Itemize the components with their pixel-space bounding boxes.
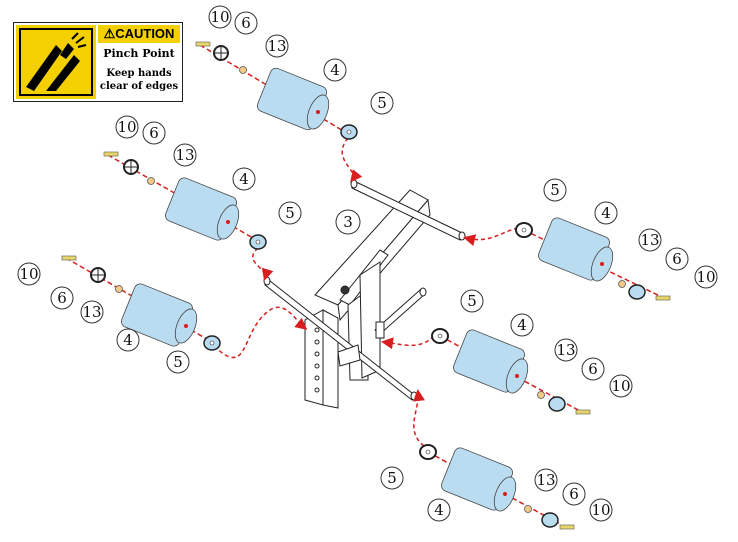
svg-text:10: 10 bbox=[611, 377, 630, 395]
pinch-point-warning-icon bbox=[16, 25, 96, 99]
callout-frame bbox=[335, 209, 361, 235]
bolt bbox=[195, 41, 211, 47]
spacer-ring bbox=[115, 285, 123, 293]
caution-text: Keep hands clear of edges bbox=[99, 68, 179, 92]
spacer-ring bbox=[537, 391, 545, 399]
bolt bbox=[103, 151, 119, 157]
svg-text:5: 5 bbox=[387, 469, 397, 487]
spoked-washer bbox=[628, 284, 646, 300]
svg-text:10: 10 bbox=[591, 501, 610, 519]
svg-text:5: 5 bbox=[173, 353, 183, 371]
bolt bbox=[575, 409, 591, 415]
svg-text:6: 6 bbox=[241, 14, 251, 32]
warning-triangle-icon: ⚠ bbox=[103, 26, 116, 41]
spoked-washer bbox=[541, 512, 559, 528]
foam-roller bbox=[441, 447, 517, 512]
svg-text:13: 13 bbox=[267, 37, 286, 55]
spacer-ring bbox=[524, 505, 532, 513]
svg-text:6: 6 bbox=[57, 289, 67, 307]
foam-roller bbox=[121, 283, 198, 347]
svg-text:13: 13 bbox=[536, 471, 555, 489]
svg-text:3: 3 bbox=[343, 213, 353, 231]
caution-title: Pinch Point bbox=[103, 47, 175, 60]
svg-text:13: 13 bbox=[556, 341, 575, 359]
svg-text:13: 13 bbox=[640, 231, 659, 249]
caution-header: ⚠CAUTION bbox=[98, 25, 180, 43]
spoked-washer bbox=[548, 396, 566, 412]
roller-assembly-bottom: 5 4 13 6 10 bbox=[380, 389, 613, 530]
svg-text:4: 4 bbox=[330, 61, 340, 79]
bolt bbox=[655, 295, 671, 301]
svg-text:10: 10 bbox=[19, 265, 38, 283]
svg-text:6: 6 bbox=[149, 124, 159, 142]
foam-roller bbox=[256, 67, 330, 131]
svg-text:10: 10 bbox=[696, 268, 715, 286]
svg-text:10: 10 bbox=[117, 118, 136, 136]
svg-text:13: 13 bbox=[82, 303, 101, 321]
svg-text:4: 4 bbox=[123, 331, 133, 349]
roller-assembly-right-upper: 5 4 13 6 10 bbox=[463, 178, 718, 301]
roller-assembly-top: 10 6 13 4 5 bbox=[195, 5, 394, 183]
svg-text:6: 6 bbox=[672, 250, 682, 268]
svg-text:4: 4 bbox=[434, 501, 444, 519]
svg-text:10: 10 bbox=[210, 8, 229, 26]
svg-text:13: 13 bbox=[175, 146, 194, 164]
bolt bbox=[559, 524, 575, 530]
spacer-ring bbox=[239, 66, 247, 74]
foam-roller bbox=[538, 217, 614, 282]
svg-text:4: 4 bbox=[517, 316, 527, 334]
bolt bbox=[61, 255, 77, 261]
svg-text:6: 6 bbox=[588, 360, 598, 378]
caution-label: ⚠CAUTION Pinch Point Keep hands clear of… bbox=[13, 22, 183, 102]
spacer-ring bbox=[618, 280, 626, 288]
foam-roller bbox=[165, 177, 240, 241]
roller-assembly-right-middle: 5 4 13 6 10 bbox=[381, 289, 633, 415]
foam-roller bbox=[453, 329, 529, 394]
svg-text:4: 4 bbox=[601, 204, 611, 222]
svg-text:5: 5 bbox=[550, 181, 560, 199]
svg-text:5: 5 bbox=[285, 204, 295, 222]
svg-text:4: 4 bbox=[239, 170, 249, 188]
roller-assembly-left: 10 6 13 4 5 bbox=[17, 255, 308, 374]
roller-assembly-upper-left: 10 6 13 4 5 bbox=[103, 115, 302, 281]
spacer-ring bbox=[147, 177, 155, 185]
svg-text:5: 5 bbox=[377, 94, 387, 112]
svg-text:5: 5 bbox=[467, 292, 477, 310]
bench-frame bbox=[263, 179, 466, 409]
svg-text:6: 6 bbox=[569, 485, 579, 503]
